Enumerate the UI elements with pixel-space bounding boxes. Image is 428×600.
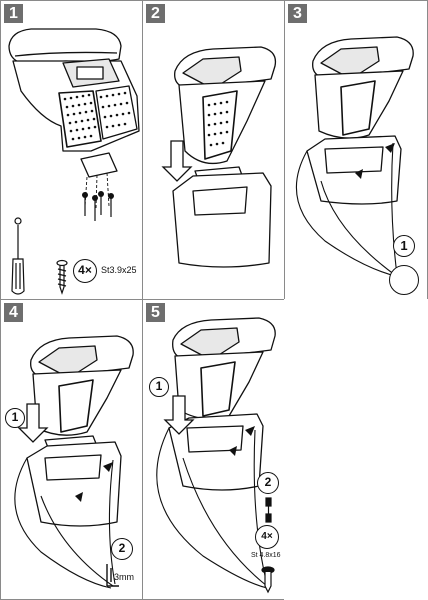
screw-count-badge: 4× [255, 525, 279, 549]
step-4-panel: 4 1 2 3mm [0, 299, 143, 600]
perforated-panel [202, 90, 238, 160]
perforation-dots [63, 91, 131, 141]
screw-spec-label: St3.9x25 [101, 265, 137, 275]
screw-count-badge: 4× [73, 259, 97, 283]
console-base [306, 135, 402, 205]
gap-gauge-icon [106, 564, 119, 587]
tool-badge [389, 265, 419, 295]
arrowhead-icon [355, 169, 363, 179]
cable-loop [295, 150, 400, 278]
step-2-panel: 2 [142, 0, 285, 300]
mounting-bracket [80, 152, 118, 178]
gap-label: 3mm [114, 572, 134, 582]
screw-icon [265, 497, 272, 523]
callout-2: 2 [257, 472, 279, 494]
step-5-panel: 5 1 2 4× St 4.8x16 [142, 299, 285, 600]
arrowhead-icon [385, 143, 395, 153]
perforated-panel [340, 80, 376, 136]
step-number: 4 [4, 303, 23, 322]
screw-icon [56, 259, 68, 295]
step-number: 3 [288, 4, 307, 23]
step-3-illustration [295, 36, 414, 286]
callout-2: 2 [111, 538, 133, 560]
callout-1: 1 [149, 377, 169, 397]
arrowhead-icon [229, 446, 237, 456]
step-4-illustration [14, 335, 134, 589]
perforated-panel [58, 379, 94, 433]
arrowhead-icon [103, 462, 113, 472]
console-base [172, 172, 272, 268]
step-number: 1 [4, 4, 23, 23]
armrest-lid [8, 28, 122, 64]
down-arrow-icon [17, 403, 49, 443]
arrowhead-icon [245, 426, 255, 436]
perforated-panel [200, 361, 236, 417]
step-2-illustration [161, 46, 277, 268]
perforated-panel [58, 90, 102, 148]
screw-icon [261, 566, 275, 594]
arrowhead-icon [75, 492, 83, 502]
callout-1: 1 [5, 408, 25, 428]
step-number: 5 [146, 303, 165, 322]
screw-spec-label: St 4.8x16 [251, 552, 281, 559]
down-arrow-icon [163, 395, 195, 435]
step-1-illustration [8, 28, 140, 295]
cable-loop [14, 457, 112, 589]
screws [84, 195, 112, 221]
cable-loop [156, 427, 268, 589]
callout-1: 1 [393, 235, 415, 257]
down-arrow-icon [161, 140, 193, 182]
perforation-dots [207, 100, 229, 147]
step-1-panel: 1 [0, 0, 143, 300]
step-5-illustration [156, 317, 276, 594]
console-base [168, 413, 264, 491]
screwdriver-icon [11, 217, 25, 295]
step-number: 2 [146, 4, 165, 23]
console-base [26, 441, 122, 527]
empty-cell [284, 299, 428, 600]
step-3-panel: 3 1 [284, 0, 428, 300]
